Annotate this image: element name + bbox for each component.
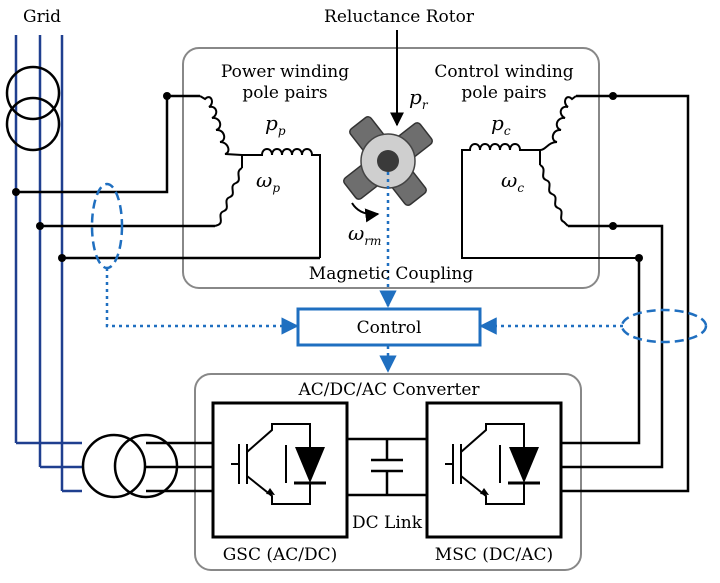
junction-dots bbox=[12, 92, 643, 262]
magnetic-coupling-label: Magnetic Coupling bbox=[309, 264, 474, 284]
reluctance-rotor-icon bbox=[343, 116, 433, 206]
power-winding-label-1: Power winding bbox=[221, 62, 349, 82]
grid-feed-wires bbox=[16, 441, 82, 493]
gsc-block bbox=[211, 401, 349, 539]
gsc-label: GSC (AC/DC) bbox=[223, 545, 338, 565]
msc-label: MSC (DC/AC) bbox=[435, 545, 553, 565]
symbol-wrm: ωrm bbox=[348, 221, 381, 248]
control-winding-label-2: pole pairs bbox=[461, 83, 546, 103]
control-winding-wires bbox=[561, 94, 690, 493]
symbol-wc: ωc bbox=[501, 168, 524, 195]
control-box bbox=[296, 307, 482, 347]
symbol-pr: pr bbox=[409, 85, 429, 112]
symbol-wp: ωp bbox=[256, 168, 280, 195]
grid-label: Grid bbox=[23, 7, 61, 27]
power-winding-wires bbox=[16, 94, 320, 260]
control-winding-label-1: Control winding bbox=[434, 62, 573, 82]
power-winding-label-2: pole pairs bbox=[242, 83, 327, 103]
symbol-pp: pp bbox=[265, 111, 286, 138]
machine-housing bbox=[182, 47, 600, 289]
converter-housing bbox=[194, 373, 582, 571]
rotation-arrow-icon bbox=[351, 202, 380, 223]
dc-link-capacitor-icon bbox=[347, 437, 427, 497]
control-label: Control bbox=[357, 318, 422, 338]
converter-grid-wires bbox=[146, 441, 213, 493]
symbol-pc: pc bbox=[491, 111, 511, 138]
grid-transformer-icon bbox=[5, 65, 61, 152]
rotor-label: Reluctance Rotor bbox=[324, 7, 475, 27]
converter-transformer-icon bbox=[81, 433, 179, 499]
dc-link-label: DC Link bbox=[352, 513, 423, 533]
control-winding-coils-icon bbox=[461, 95, 639, 259]
power-winding-coils-icon bbox=[199, 95, 321, 258]
msc-block bbox=[425, 401, 563, 539]
control-signal-paths bbox=[105, 172, 623, 373]
converter-label: AC/DC/AC Converter bbox=[297, 380, 480, 400]
grid-lines bbox=[14, 35, 64, 491]
current-sensor-ellipses bbox=[90, 182, 708, 344]
